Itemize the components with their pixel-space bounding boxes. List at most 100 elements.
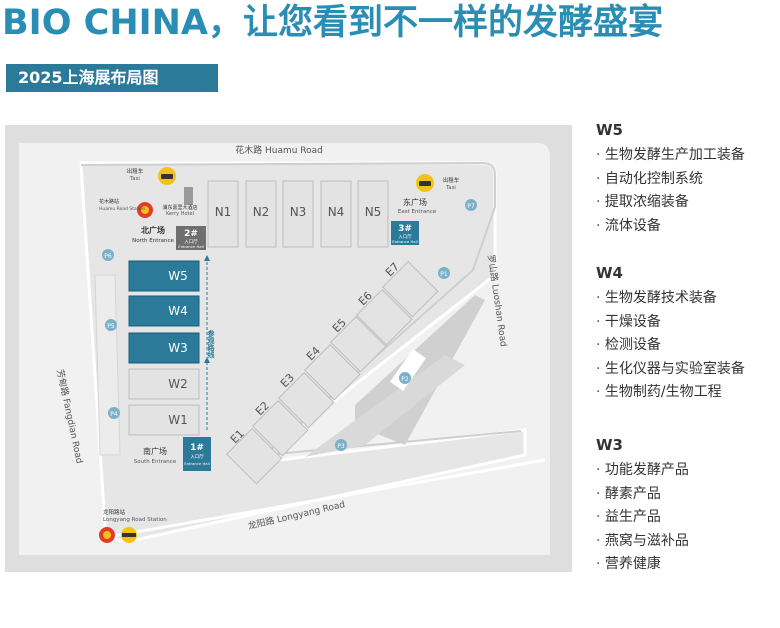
taxi-north-west: 出租车 Taxi (127, 167, 176, 185)
parking-p3-label: P3 (337, 443, 345, 450)
hotel-icon (184, 187, 193, 205)
legend-item: 功能发酵产品 (596, 459, 689, 483)
longyang-station-en: Longyang Road Station (103, 517, 167, 523)
huamu-station-cn: 花木路站 (99, 198, 119, 205)
east-entrance-hall-cn: 入口厅 (398, 234, 412, 240)
hall-n2[interactable] (245, 180, 277, 248)
hall-n4[interactable] (320, 180, 352, 248)
hall-n1-label: N1 (215, 205, 232, 219)
hall-w3[interactable] (128, 332, 200, 364)
hall-e6[interactable] (355, 288, 413, 346)
page-headline: BIO CHINA，让您看到不一样的发酵盛宴 (2, 3, 664, 43)
taxi-cn-label: 出租车 (443, 176, 460, 184)
south-entrance-hall (183, 437, 211, 471)
south-entrance-hall-cn: 入口厅 (190, 454, 204, 460)
parking-p3-marker[interactable] (335, 439, 347, 451)
north-entrance-en: North Entrance (132, 238, 174, 244)
parking-p5-marker[interactable] (105, 319, 117, 331)
legend-item-list: 生物发酵技术装备 干燥设备 检测设备 生化仪器与实验室装备 生物制药/生物工程 (596, 287, 745, 405)
legend-group-w4: W4 生物发酵技术装备 干燥设备 检测设备 生化仪器与实验室装备 生物制药/生物… (596, 263, 745, 405)
parking-p5-label: P5 (107, 323, 115, 330)
longyang-station-cn: 龙阳路站 (103, 508, 126, 516)
parking-p6-marker[interactable] (102, 249, 114, 261)
legend-item: 提取浓缩装备 (596, 191, 745, 215)
visit-route-arrow-mid (204, 357, 210, 363)
east-entrance-hall (391, 221, 419, 245)
visit-route: 参观路线 (204, 255, 215, 430)
road-north-label: 花木路 Huamu Road (235, 144, 323, 156)
hall-w1[interactable] (128, 404, 200, 436)
parking-p2-marker[interactable] (399, 372, 411, 384)
east-green-area-2 (305, 355, 465, 457)
east-entrance-en: East Entrance (398, 209, 437, 215)
hall-w5-label: W5 (168, 269, 188, 283)
east-entrance-number: 3# (398, 224, 412, 234)
taxi-car-shape (419, 181, 431, 186)
legend-item: 燕窝与滋补品 (596, 530, 689, 554)
hall-n1[interactable] (207, 180, 239, 248)
legend-item-list: 生物发酵生产加工装备 自动化控制系统 提取浓缩装备 流体设备 (596, 144, 745, 238)
hall-w2-label: W2 (168, 377, 188, 391)
legend-item: 营养健康 (596, 553, 689, 577)
floor-plan-title: 2025上海展布局图 (6, 64, 218, 92)
hotel-en-label: Kerry Hotel (166, 211, 194, 217)
parking-p2-label: P2 (401, 376, 409, 383)
legend-item: 干燥设备 (596, 311, 745, 335)
hall-n4-label: N4 (328, 205, 345, 219)
hall-e3[interactable] (277, 371, 335, 429)
south-entrance-en: South Entrance (134, 459, 177, 465)
hall-w4-label: W4 (168, 304, 188, 318)
parking-p1-label: P1 (440, 271, 448, 278)
hall-e7[interactable] (381, 260, 439, 318)
hall-e2[interactable] (251, 399, 309, 457)
legend-item: 酵素产品 (596, 483, 689, 507)
hall-e4[interactable] (303, 343, 361, 401)
visit-route-arrow-up (204, 255, 210, 261)
legend-hall-title: W5 (596, 121, 623, 139)
hall-n5-label: N5 (365, 205, 382, 219)
hall-n3[interactable] (282, 180, 314, 248)
taxi-en-label: Taxi (129, 176, 140, 182)
north-entrance-number: 2# (184, 229, 198, 239)
legend-hall-title: W3 (596, 436, 623, 454)
hall-w4[interactable] (128, 295, 200, 327)
hall-w1-label: W1 (168, 413, 188, 427)
hotel-cn-label: 浦东嘉里大酒店 (162, 204, 197, 211)
north-entrance[interactable]: 2# 入口厅 Entrance Hall 北广场 North Entrance (132, 225, 206, 250)
huamu-station: 花木路站 Huamu Road Station (99, 198, 153, 218)
legend-group-w5: W5 生物发酵生产加工装备 自动化控制系统 提取浓缩装备 流体设备 (596, 120, 745, 238)
hall-n5[interactable] (357, 180, 389, 248)
legend-item: 生物发酵生产加工装备 (596, 144, 745, 168)
parking-markers: P7 P6 P5 P4 P3 P2 P1 (102, 199, 477, 451)
longyang-station: 龙阳路站 Longyang Road Station (99, 508, 167, 543)
east-entrance-cn: 东广场 (403, 197, 427, 207)
hall-e1[interactable] (225, 427, 283, 485)
legend-item: 检测设备 (596, 334, 745, 358)
visit-route-label: 参观路线 (207, 329, 216, 359)
east-entrance-hall-en: Entrance Hall (392, 239, 418, 244)
taxi-cn-label: 出租车 (127, 167, 144, 175)
kerry-hotel: 浦东嘉里大酒店 Kerry Hotel (162, 187, 198, 217)
east-entrance[interactable]: 3# 入口厅 Entrance Hall 东广场 East Entrance (391, 197, 437, 245)
taxi-east: 出租车 Taxi (416, 174, 460, 192)
longyang-road-line (107, 458, 546, 539)
hall-n3-label: N3 (290, 205, 307, 219)
parking-p7-marker[interactable] (465, 199, 477, 211)
hall-w5[interactable] (128, 260, 200, 292)
south-entrance[interactable]: 1# 入口厅 Entrance Hall 南广场 South Entrance (134, 437, 211, 471)
south-entrance-hall-en: Entrance Hall (184, 461, 210, 466)
taxi-en-label: Taxi (445, 185, 456, 191)
hall-e5[interactable] (329, 315, 387, 373)
west-lawn (94, 274, 121, 456)
parking-p1-marker[interactable] (438, 267, 450, 279)
legend-item: 生物制药/生物工程 (596, 381, 745, 405)
east-halls: E1 E2 E3 E4 E5 E6 E7 (225, 260, 439, 485)
parking-p6-label: P6 (104, 253, 112, 260)
south-entrance-cn: 南广场 (143, 446, 167, 456)
site-boundary (80, 161, 522, 457)
legend-item: 生化仪器与实验室装备 (596, 358, 745, 382)
parking-p4-marker[interactable] (108, 407, 120, 419)
hall-w2[interactable] (128, 368, 200, 400)
north-entrance-hall-en: Entrance Hall (178, 244, 204, 249)
taxi-car-shape (161, 174, 173, 179)
